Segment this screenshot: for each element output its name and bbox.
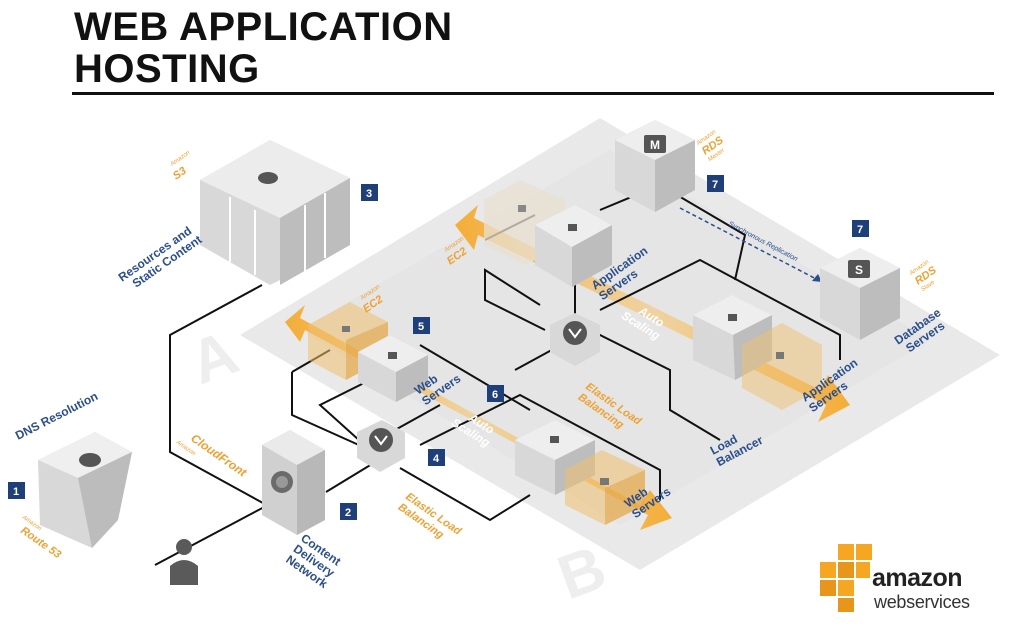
badge-6: 6 [487,385,504,402]
svg-text:S: S [855,263,863,277]
badge-5: 5 [413,317,430,334]
elb-web-icon [357,420,405,472]
web-server-ghost-b [565,450,645,525]
badge-4: 4 [428,449,445,466]
availability-platform-inner [300,150,930,525]
elb-app-icon [550,313,600,366]
badge-3: 3 [361,184,378,201]
svg-text:5: 5 [418,321,424,333]
cloudfront-label: CloudFront [188,431,250,480]
svg-text:M: M [650,138,660,152]
badge-2: 2 [340,503,357,520]
bucket-icon [258,172,278,184]
replication-arrowhead [812,274,822,282]
zone-a-label: A [181,318,247,398]
svg-text:3: 3 [366,188,372,200]
aws-logo-cubes [820,544,872,612]
cdn-label: Content Delivery Network [283,531,343,591]
s3-bucket-block [200,140,350,285]
page-title: WEB APPLICATION HOSTING [74,6,453,90]
svg-text:7: 7 [712,179,718,191]
resources-static-label: Resources and Static Content [116,224,205,291]
rds-slave-block: S [820,248,900,340]
badge-7-slave: 7 [852,220,869,237]
svg-text:7: 7 [857,224,863,236]
rds-slave-label: Amazon RDS Slave [908,259,939,293]
rds-master-block: M [615,120,695,212]
rds-master-icon [644,135,666,153]
s3-label: S3 [171,165,189,183]
badge-1: 1 [8,482,25,499]
rds-slave-icon [848,260,870,278]
title-line-1: WEB APPLICATION [74,5,453,49]
route53-shield-icon [79,453,101,467]
app-server-a [535,205,612,287]
app-server-ghost-b [742,323,822,410]
svg-text:2: 2 [345,507,351,519]
web-server-a [358,335,428,402]
dns-resolution-label: DNS Resolution [13,389,100,443]
badge-7-master: 7 [707,175,724,192]
svg-text:4: 4 [433,453,440,465]
replication-link [679,207,823,283]
route53-block [38,432,132,548]
title-rule [72,92,994,95]
cloudfront-edge-block [262,430,325,535]
aws-logo-subtext: webservices [874,592,970,612]
user-icon [170,539,198,585]
svg-text:6: 6 [492,389,498,401]
rds-master-label: Amazon RDS Master [695,129,727,163]
title-line-2: HOSTING [74,47,260,91]
aws-logo-wordmark: amazon [872,564,963,592]
svg-text:1: 1 [13,486,19,498]
